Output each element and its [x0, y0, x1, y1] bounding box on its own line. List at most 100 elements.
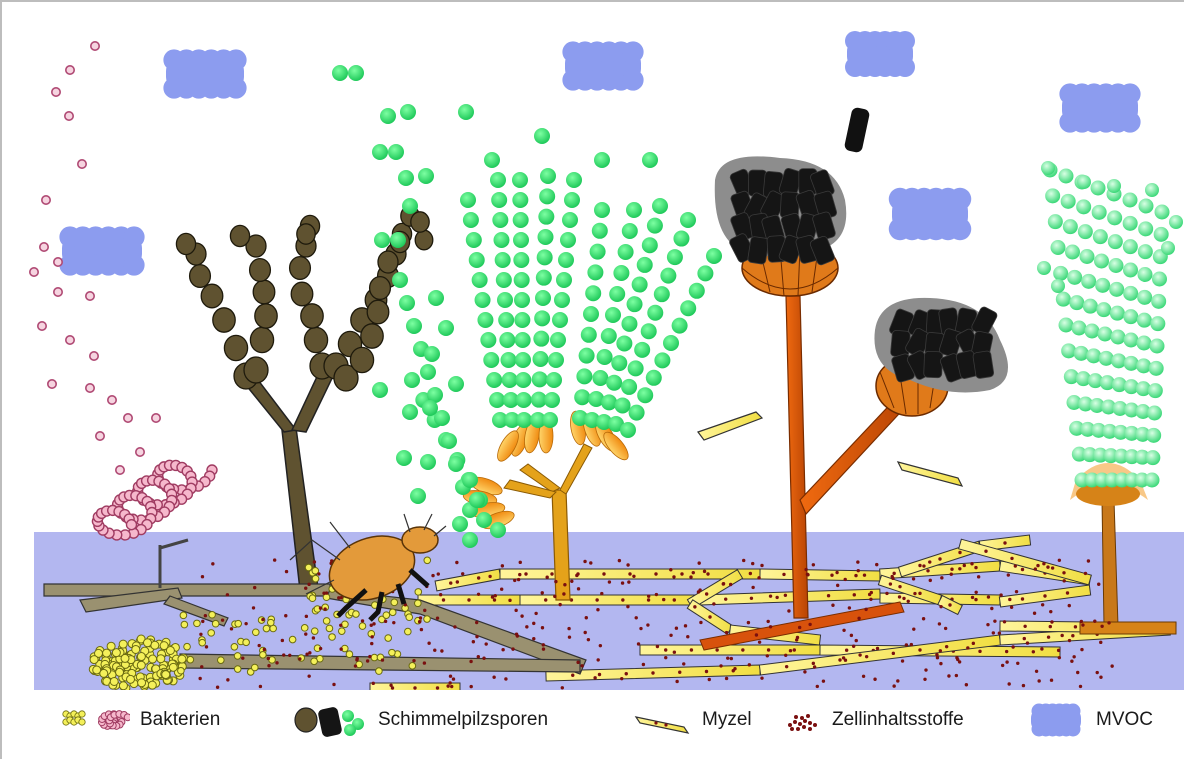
cell-content-dot — [699, 621, 702, 624]
green-spore — [399, 295, 415, 311]
cell-content-dot — [1001, 664, 1004, 667]
cell-content-dot — [453, 625, 456, 628]
mvoc-cloud — [889, 188, 972, 241]
bacteria-icon — [60, 705, 130, 735]
legend-item-cell-contents: Zellinhaltsstoffe — [786, 690, 964, 750]
green-spore — [647, 218, 663, 234]
cell-content-dot — [553, 595, 556, 598]
bacterium — [86, 384, 94, 392]
cell-content-dot — [850, 634, 853, 637]
green-spore — [1096, 302, 1111, 317]
cell-content-dot — [563, 583, 566, 586]
cell-content-dot — [958, 567, 961, 570]
bacterium — [252, 629, 259, 636]
green-spore — [1091, 181, 1106, 196]
cell-content-dot — [855, 639, 858, 642]
cell-content-dot — [929, 579, 932, 582]
cell-content-dot — [864, 608, 867, 611]
cell-content-dot — [673, 651, 676, 654]
cell-content-dot — [332, 683, 335, 686]
bacterium — [148, 681, 156, 689]
green-spore — [1081, 274, 1096, 289]
cell-content-dot — [1099, 641, 1102, 644]
cell-content-dot — [857, 569, 860, 572]
bacterium — [40, 243, 48, 251]
green-spore — [605, 307, 621, 323]
green-spore — [554, 292, 570, 308]
mvoc-icon — [1026, 700, 1086, 740]
cell-content-dot — [938, 622, 941, 625]
legend-item-spores: Schimmelpilzsporen — [292, 690, 548, 750]
mvoc-cloud — [1059, 83, 1140, 132]
cell-content-dot — [1051, 566, 1054, 569]
bacterium — [157, 655, 165, 663]
cell-content-dot — [470, 685, 473, 688]
cell-content-dot — [431, 574, 434, 577]
green-spore — [634, 342, 650, 358]
cell-content-dot — [939, 605, 942, 608]
bacterium — [116, 668, 124, 676]
green-spore — [392, 272, 408, 288]
cell-content-dot — [1016, 662, 1019, 665]
cell-content-dot — [587, 638, 590, 641]
green-spore — [621, 316, 637, 332]
green-spore — [594, 202, 610, 218]
cell-content-dot — [561, 686, 564, 689]
cell-content-dot — [600, 592, 603, 595]
cell-content-dot — [567, 627, 570, 630]
green-spore — [538, 229, 554, 245]
green-spore — [609, 286, 625, 302]
olive-spore — [255, 304, 277, 328]
green-spore — [480, 332, 496, 348]
olive-spore — [301, 304, 323, 328]
olive-spore — [224, 335, 247, 360]
cell-content-dot — [542, 647, 545, 650]
cell-content-dot — [1100, 625, 1103, 628]
bacterium — [38, 322, 46, 330]
green-spore — [1061, 194, 1076, 209]
green-spore — [514, 272, 530, 288]
green-spore — [583, 306, 599, 322]
bacterium — [415, 600, 422, 607]
cell-content-dot — [1008, 598, 1011, 601]
green-spore — [552, 312, 568, 328]
cell-content-dot — [1026, 641, 1029, 644]
green-spore — [592, 223, 608, 239]
green-spore — [606, 375, 622, 391]
bacterium — [289, 636, 296, 643]
bacterium — [267, 619, 274, 626]
green-spore — [402, 198, 418, 214]
cell-content-dot — [1014, 564, 1017, 567]
bacterium — [415, 589, 422, 596]
green-spore — [490, 522, 506, 538]
green-spore — [422, 400, 438, 416]
green-spore — [629, 405, 645, 421]
green-spore — [538, 209, 554, 225]
green-spore — [1123, 309, 1138, 324]
cell-content-dot — [427, 641, 430, 644]
cell-content-dot — [1107, 621, 1110, 624]
green-spore — [513, 252, 529, 268]
olive-spore — [250, 327, 273, 352]
cell-content-dot — [621, 581, 624, 584]
green-spore-chains — [332, 65, 722, 548]
green-spore — [592, 370, 608, 386]
green-spore — [641, 323, 657, 339]
green-spore — [492, 212, 508, 228]
cell-content-dot — [580, 664, 583, 667]
green-spore — [498, 312, 514, 328]
black-spore — [924, 351, 943, 378]
bacterium — [124, 414, 132, 422]
green-spore — [494, 232, 510, 248]
cell-content-dot — [494, 594, 497, 597]
cell-content-dot — [372, 682, 375, 685]
green-spore — [652, 198, 668, 214]
green-spore — [475, 292, 491, 308]
cell-content-dot — [420, 628, 423, 631]
cell-content-dot — [669, 634, 672, 637]
olive-spore — [411, 212, 429, 232]
cell-content-dot — [725, 677, 728, 680]
green-spore — [462, 472, 478, 488]
cell-content-dot — [319, 606, 322, 609]
green-spore — [540, 168, 556, 184]
